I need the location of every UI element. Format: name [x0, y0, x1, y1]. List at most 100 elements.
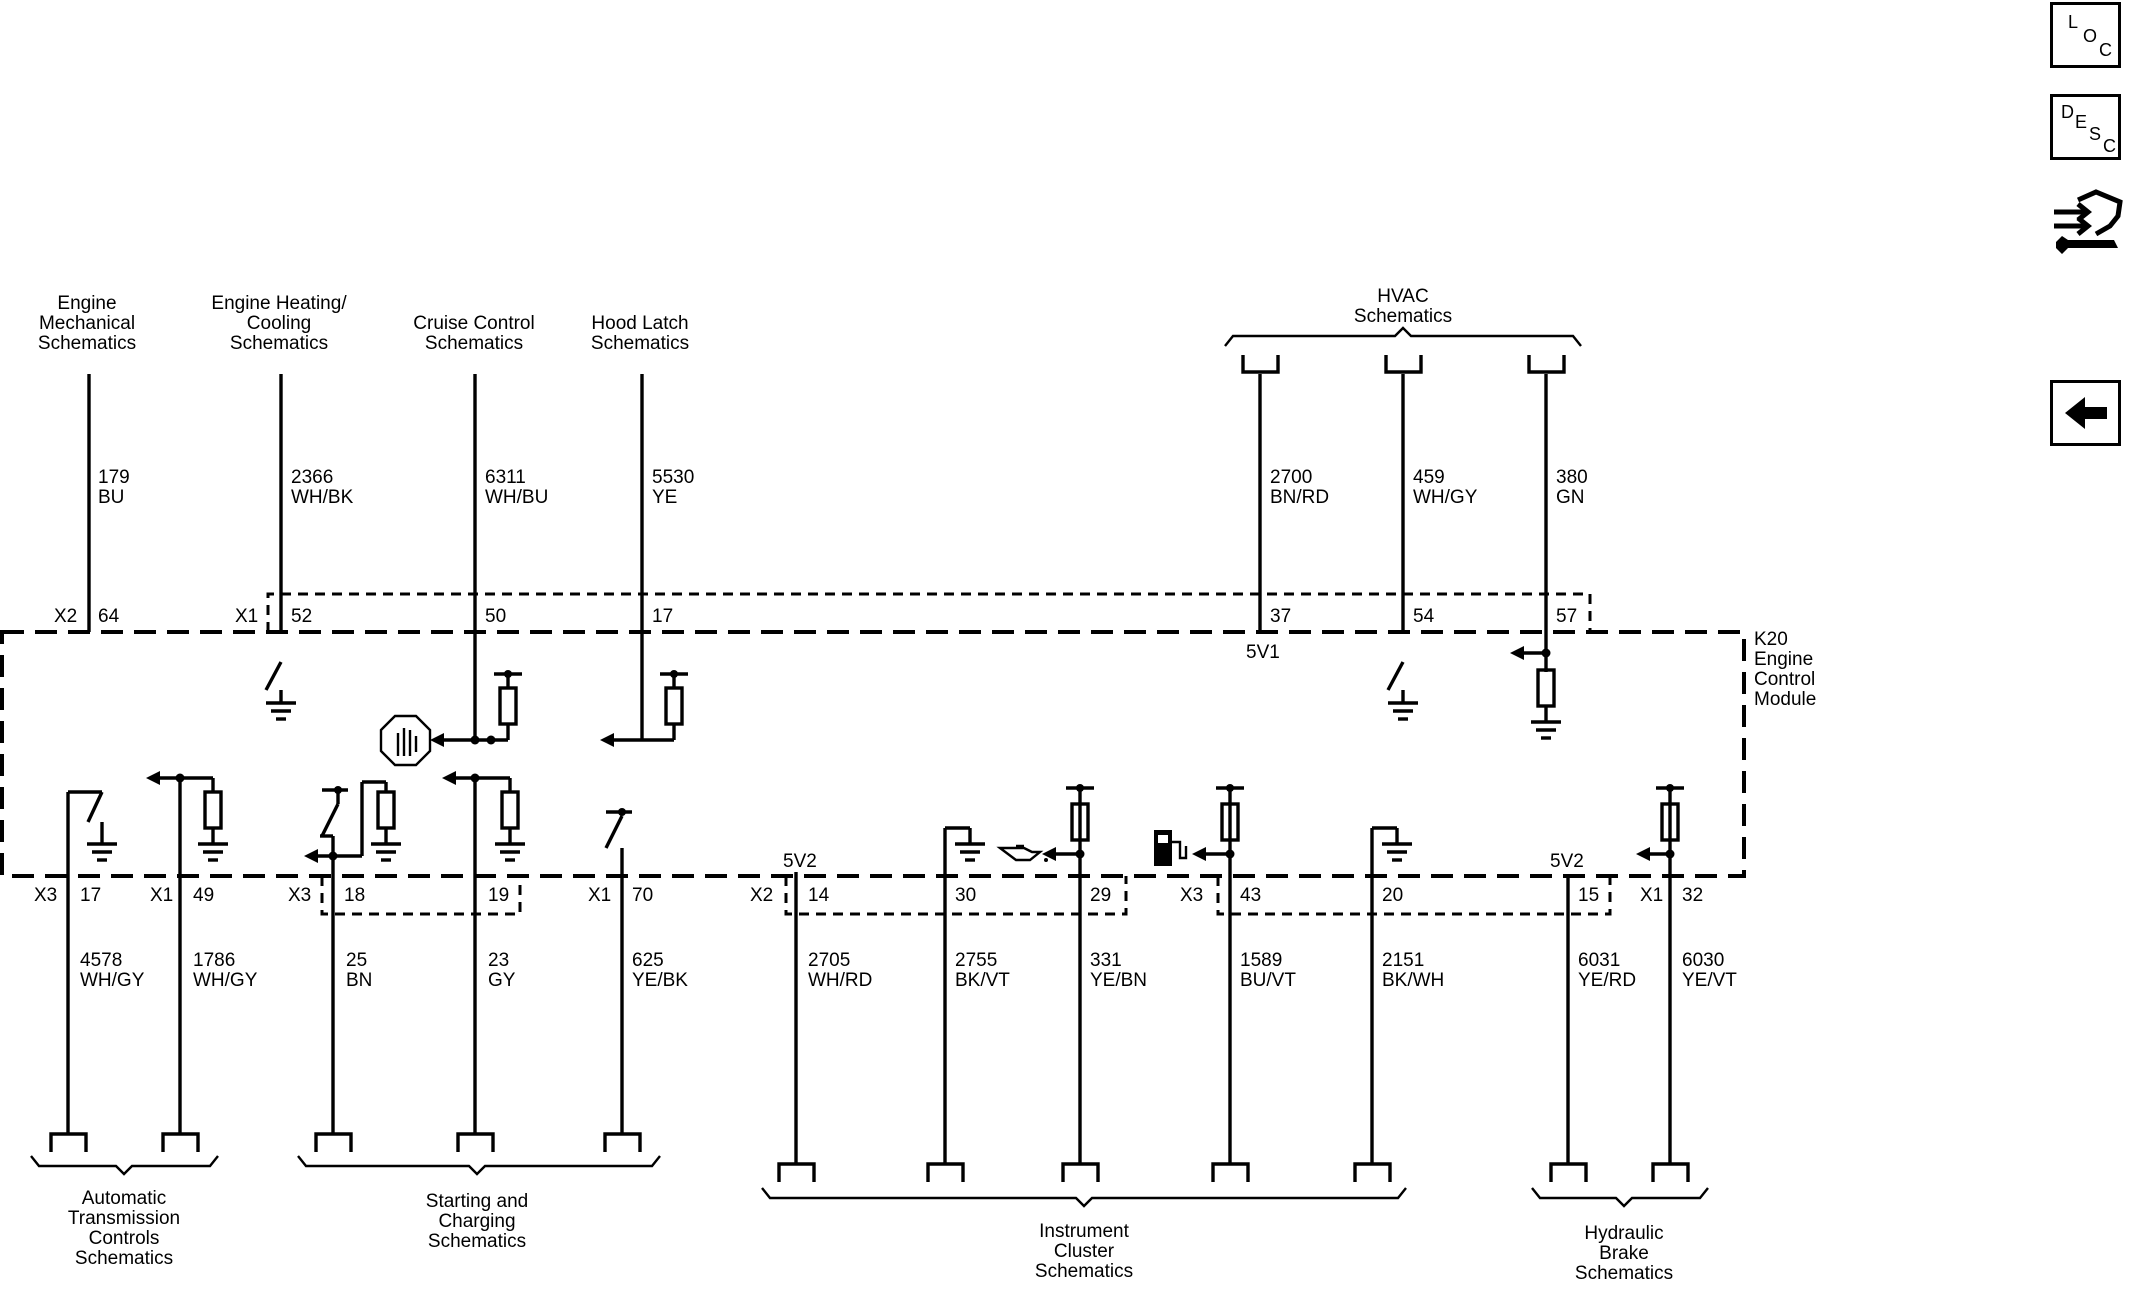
- pullup-circuit-17: [600, 670, 688, 747]
- svg-text:Engine: Engine: [1754, 649, 1813, 670]
- svg-text:Cluster: Cluster: [1054, 1241, 1115, 1262]
- ref-cruise-control[interactable]: Cruise Control Schematics: [413, 313, 534, 354]
- svg-text:19: 19: [488, 885, 509, 906]
- svg-text:179: 179: [98, 467, 130, 488]
- pullup-circuit-43: [1192, 784, 1244, 876]
- svg-text:X2: X2: [750, 885, 773, 906]
- back-button[interactable]: [2050, 380, 2121, 446]
- svg-text:50: 50: [485, 606, 506, 627]
- bottom-connectors: [49, 1132, 1690, 1182]
- svg-text:YE/RD: YE/RD: [1578, 970, 1636, 991]
- ref-engine-mechanical[interactable]: Engine Mechanical Schematics: [38, 293, 136, 354]
- svg-text:X3: X3: [288, 885, 311, 906]
- pullup-circuit-29: [1042, 784, 1094, 876]
- fuel-pump-icon: [1154, 830, 1188, 866]
- svg-text:30: 30: [955, 885, 976, 906]
- svg-text:BU: BU: [98, 487, 124, 508]
- ref-instrument-cluster[interactable]: Instrument Cluster Schematics: [1035, 1221, 1133, 1282]
- svg-text:K20: K20: [1754, 629, 1788, 650]
- svg-text:32: 32: [1682, 885, 1703, 906]
- svg-text:4578: 4578: [80, 950, 122, 971]
- svg-text:43: 43: [1240, 885, 1261, 906]
- ground-circuit-30: [943, 826, 985, 876]
- svg-text:YE/BN: YE/BN: [1090, 970, 1147, 991]
- svg-text:Hydraulic: Hydraulic: [1584, 1223, 1663, 1244]
- svg-text:Schematics: Schematics: [1035, 1261, 1133, 1282]
- label-5v2-left: 5V2: [783, 851, 817, 872]
- svg-text:Cruise Control: Cruise Control: [413, 313, 534, 334]
- svg-text:WH/GY: WH/GY: [1413, 487, 1478, 508]
- svg-text:Hood Latch: Hood Latch: [591, 313, 688, 334]
- svg-text:380: 380: [1556, 467, 1588, 488]
- svg-text:YE/VT: YE/VT: [1682, 970, 1737, 991]
- hvac-brace: [1224, 326, 1582, 347]
- svg-text:2366: 2366: [291, 467, 333, 488]
- svg-text:2700: 2700: [1270, 467, 1312, 488]
- svg-text:5530: 5530: [652, 467, 694, 488]
- loc-letter-o: O: [2083, 26, 2098, 46]
- svg-text:BN: BN: [346, 970, 372, 991]
- desc-letter-c: C: [2103, 136, 2116, 156]
- svg-text:331: 331: [1090, 950, 1122, 971]
- svg-text:Schematics: Schematics: [38, 333, 136, 354]
- ref-automatic-transmission[interactable]: Automatic Transmission Controls Schemati…: [68, 1188, 180, 1269]
- ref-hydraulic-brake[interactable]: Hydraulic Brake Schematics: [1575, 1223, 1673, 1284]
- svg-text:Schematics: Schematics: [425, 333, 523, 354]
- svg-text:18: 18: [344, 885, 365, 906]
- switch-circuit-x3-18: [304, 780, 401, 876]
- stop-hand-icon: [379, 714, 432, 767]
- svg-text:17: 17: [80, 885, 101, 906]
- label-5v2-right: 5V2: [1550, 851, 1584, 872]
- svg-text:GY: GY: [488, 970, 516, 991]
- svg-text:GN: GN: [1556, 487, 1585, 508]
- svg-text:Schematics: Schematics: [1354, 306, 1452, 327]
- loc-button[interactable]: L O C: [2050, 2, 2121, 68]
- svg-text:X1: X1: [588, 885, 611, 906]
- svg-text:23: 23: [488, 950, 509, 971]
- desc-button[interactable]: D E S C: [2050, 94, 2121, 160]
- svg-text:Cooling: Cooling: [247, 313, 311, 334]
- svg-text:X3: X3: [34, 885, 57, 906]
- svg-text:Transmission: Transmission: [68, 1208, 180, 1229]
- svg-text:17: 17: [652, 606, 673, 627]
- bottom-braces: [30, 1155, 1709, 1208]
- svg-text:Automatic: Automatic: [82, 1188, 166, 1209]
- ref-starting-charging[interactable]: Starting and Charging Schematics: [426, 1191, 528, 1252]
- hvac-connectors: [1241, 355, 1566, 374]
- svg-text:BK/VT: BK/VT: [955, 970, 1010, 991]
- svg-text:Schematics: Schematics: [591, 333, 689, 354]
- ecm-module-outline: [0, 630, 1746, 878]
- svg-text:Charging: Charging: [438, 1211, 515, 1232]
- svg-text:459: 459: [1413, 467, 1445, 488]
- connector-wrench-icon[interactable]: [2048, 182, 2123, 264]
- svg-text:Instrument: Instrument: [1039, 1221, 1129, 1242]
- svg-text:BN/RD: BN/RD: [1270, 487, 1329, 508]
- ref-hvac[interactable]: HVAC Schematics: [1354, 286, 1452, 327]
- svg-text:Engine Heating/: Engine Heating/: [211, 293, 347, 314]
- svg-text:2705: 2705: [808, 950, 850, 971]
- svg-text:2151: 2151: [1382, 950, 1424, 971]
- svg-text:64: 64: [98, 606, 120, 627]
- switch-to-ground-x3-17: [66, 790, 117, 876]
- svg-text:52: 52: [291, 606, 312, 627]
- svg-text:WH/BU: WH/BU: [485, 487, 548, 508]
- svg-text:Schematics: Schematics: [1575, 1263, 1673, 1284]
- x3-connector-outline-bottom: [320, 876, 522, 916]
- svg-text:70: 70: [632, 885, 653, 906]
- svg-text:Controls: Controls: [89, 1228, 160, 1249]
- svg-text:Mechanical: Mechanical: [39, 313, 135, 334]
- svg-text:6031: 6031: [1578, 950, 1620, 971]
- svg-text:Schematics: Schematics: [75, 1248, 173, 1269]
- ref-hood-latch[interactable]: Hood Latch Schematics: [591, 313, 689, 354]
- svg-text:37: 37: [1270, 606, 1291, 627]
- loc-letter-l: L: [2068, 12, 2079, 32]
- svg-text:54: 54: [1413, 606, 1435, 627]
- loc-letter-c: C: [2099, 40, 2112, 60]
- svg-text:BK/WH: BK/WH: [1382, 970, 1444, 991]
- top-wires: [87, 374, 1548, 740]
- back-arrow-icon: [2065, 397, 2107, 429]
- x2-connector-outline-bottom: [784, 876, 1128, 916]
- ref-engine-heating-cooling[interactable]: Engine Heating/ Cooling Schematics: [211, 293, 347, 354]
